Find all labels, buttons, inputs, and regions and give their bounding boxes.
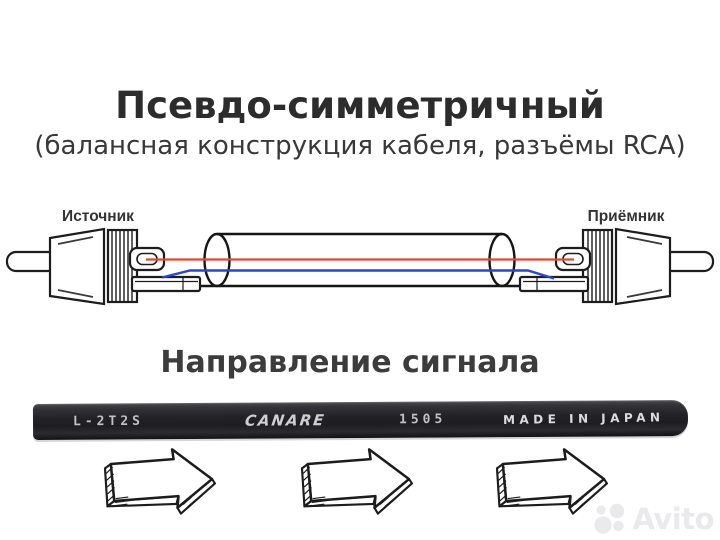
cold-signal-wire — [161, 269, 555, 280]
watermark: Avito — [593, 502, 714, 536]
receiver-label: Приёмник — [588, 208, 665, 225]
cable-series-marking: 1505 — [398, 411, 447, 428]
rca-plug-receiver — [518, 227, 715, 306]
source-ground-strip — [130, 275, 202, 293]
page-subtitle: (балансная конструкция кабеля, разъёмы R… — [34, 131, 686, 161]
cable-brand-marking: CANARE — [243, 411, 327, 430]
cable-origin-marking: MADE IN JAPAN — [502, 410, 665, 427]
source-label: Источник — [62, 208, 134, 225]
direction-arrow-icon — [300, 448, 414, 515]
receiver-ground-strip — [518, 275, 590, 293]
rca-cable-wiring-diagram: Источник Приёмник — [5, 208, 715, 306]
avito-logo-icon — [594, 503, 625, 534]
cable-photo: L-2T2S CANARE 1505 MADE IN JAPAN — [32, 399, 689, 441]
cable-model-marking: L-2T2S — [72, 413, 145, 430]
receiver-plug-body — [614, 227, 672, 306]
direction-arrow-icon — [103, 448, 217, 515]
source-plug-body — [48, 227, 106, 306]
rca-plug-source — [5, 227, 202, 306]
page-title: Псевдо-симметричный — [115, 84, 605, 127]
watermark-brand-text: Avito — [632, 502, 714, 536]
signal-direction-caption: Направление сигнала — [160, 345, 540, 380]
